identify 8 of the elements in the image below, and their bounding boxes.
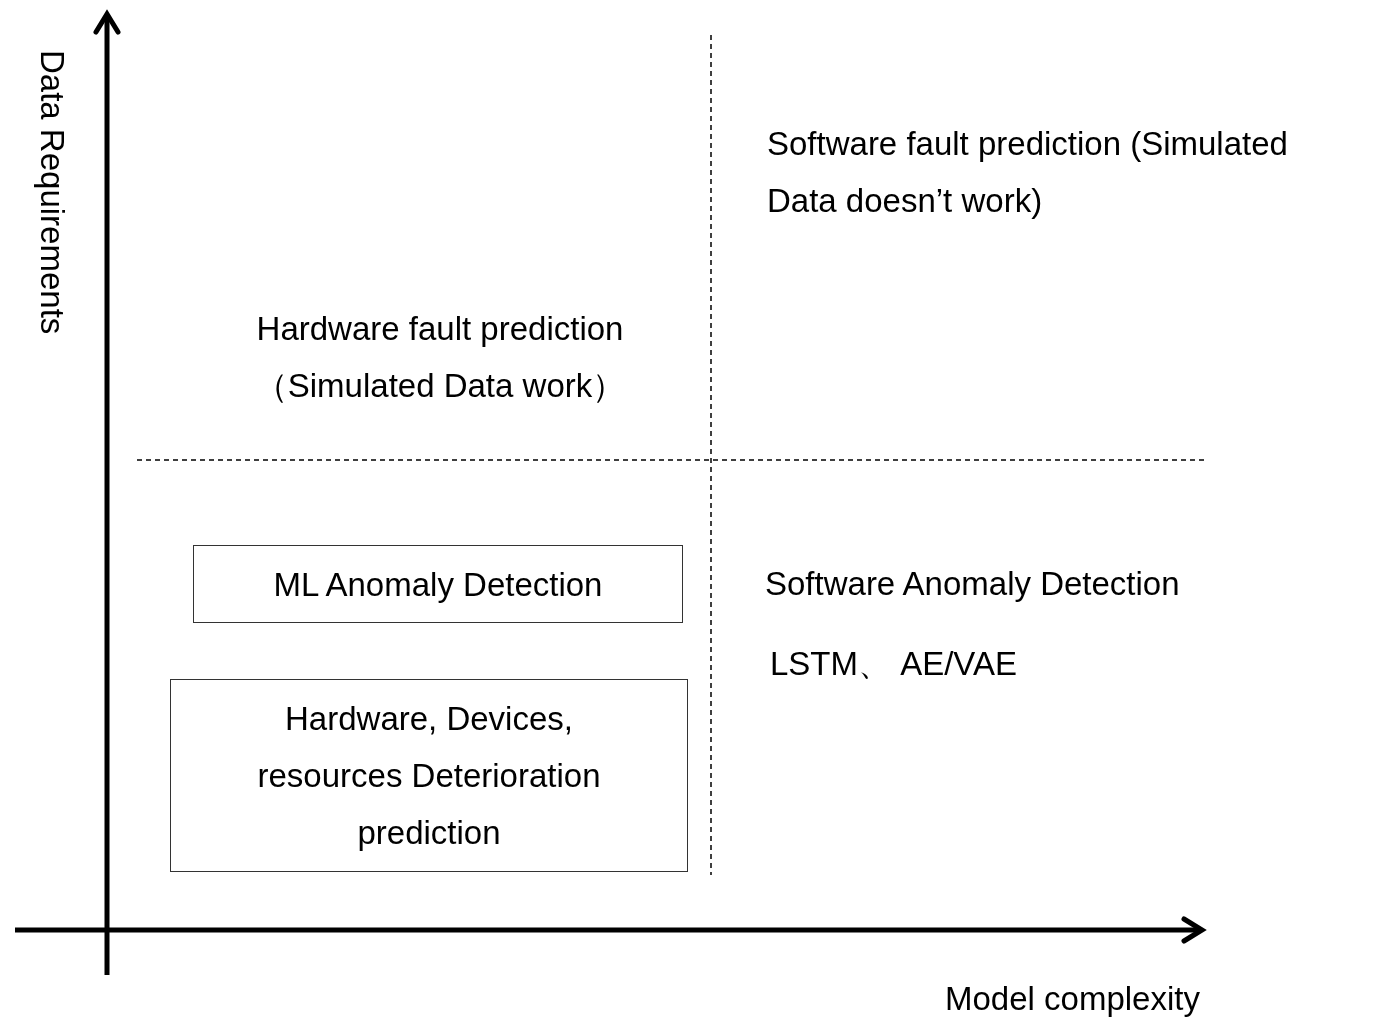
- axis-title: Data Requirements: [33, 50, 72, 335]
- axis-title: Model complexity: [945, 979, 1200, 1019]
- quadrant-label: Software Anomaly Detection: [765, 564, 1180, 604]
- category-box: Hardware, Devices, resources Deterioration prediction: [170, 679, 688, 872]
- method-list: LSTM、 AE/VAE: [770, 635, 1017, 692]
- category-box: ML Anomaly Detection: [193, 545, 683, 623]
- quadrant-label: Software fault prediction (Simulated Data doesn’t work): [767, 124, 1289, 221]
- quadrant-label: Hardware fault prediction （Simulated Data work）: [253, 309, 627, 406]
